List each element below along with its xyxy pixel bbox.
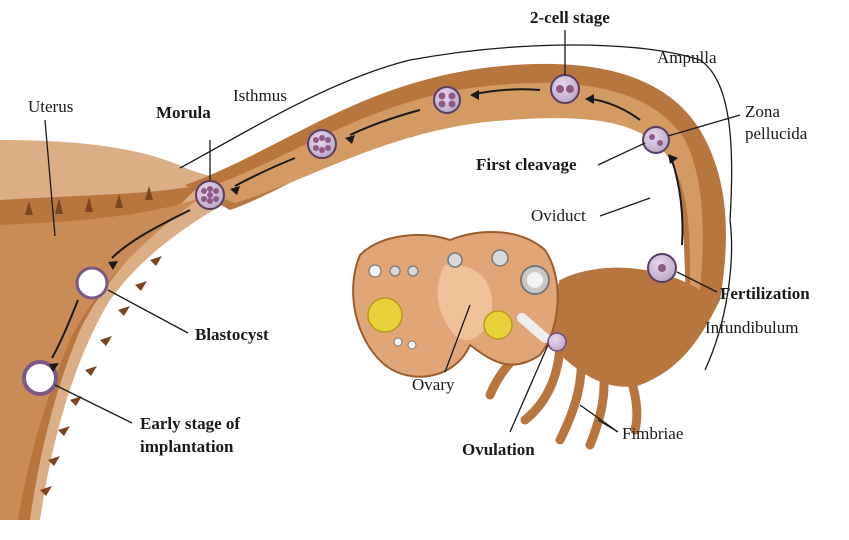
leader-ovulation <box>509 344 549 433</box>
leader-blastocyst <box>107 289 189 334</box>
label-two-cell-stage: 2-cell stage <box>530 8 610 27</box>
label-oviduct: Oviduct <box>531 206 586 225</box>
label-first-cleavage: First cleavage <box>476 155 577 174</box>
ovulated-egg <box>547 332 567 352</box>
ovary-follicles <box>367 249 550 350</box>
embryo-stages <box>22 74 677 396</box>
label-ovulation: Ovulation <box>462 440 535 459</box>
label-fertilization: Fertilization <box>720 284 810 303</box>
leader-ovary <box>444 304 471 373</box>
label-morula: Morula <box>156 103 211 122</box>
leader-first-cleavage <box>597 142 646 166</box>
embryo-first-cleavage <box>642 126 670 154</box>
embryo-eight-cell <box>307 129 337 159</box>
leader-implantation <box>54 384 133 424</box>
embryo-blastocyst <box>75 266 109 300</box>
arrow-heads <box>49 90 678 372</box>
migration-arrows <box>51 88 684 359</box>
leader-lines <box>44 30 741 433</box>
ovary-stroma <box>437 264 493 341</box>
embryo-two-cell <box>550 74 580 104</box>
ovulated-cells <box>517 313 550 343</box>
leader-fertilization <box>676 271 718 293</box>
label-implantation-line1: Early stage of <box>140 414 241 433</box>
leader-fimbriae-2 <box>597 419 619 433</box>
infundibulum-bracket <box>704 219 733 371</box>
label-fimbriae: Fimbriae <box>622 424 684 443</box>
leader-uterus <box>44 119 56 237</box>
label-uterus: Uterus <box>28 97 74 116</box>
embryo-implantation <box>22 360 58 396</box>
label-isthmus: Isthmus <box>233 86 287 105</box>
label-pellucida: pellucida <box>745 124 808 143</box>
label-ovary: Ovary <box>412 375 455 394</box>
label-infundibulum: Infundibulum <box>705 318 799 337</box>
endometrial-glands <box>25 186 162 496</box>
leader-zona <box>667 114 741 137</box>
label-ampulla: Ampulla <box>657 48 717 67</box>
region-brackets <box>179 44 733 371</box>
label-zona: Zona <box>745 102 780 121</box>
leader-oviduct <box>599 197 651 217</box>
uterus-lumen <box>0 198 200 520</box>
isthmus-bracket <box>179 59 411 169</box>
label-blastocyst: Blastocyst <box>195 325 269 344</box>
label-implantation-line2: implantation <box>140 437 234 456</box>
embryo-four-cell <box>433 86 461 114</box>
ampulla-bracket <box>409 44 733 221</box>
